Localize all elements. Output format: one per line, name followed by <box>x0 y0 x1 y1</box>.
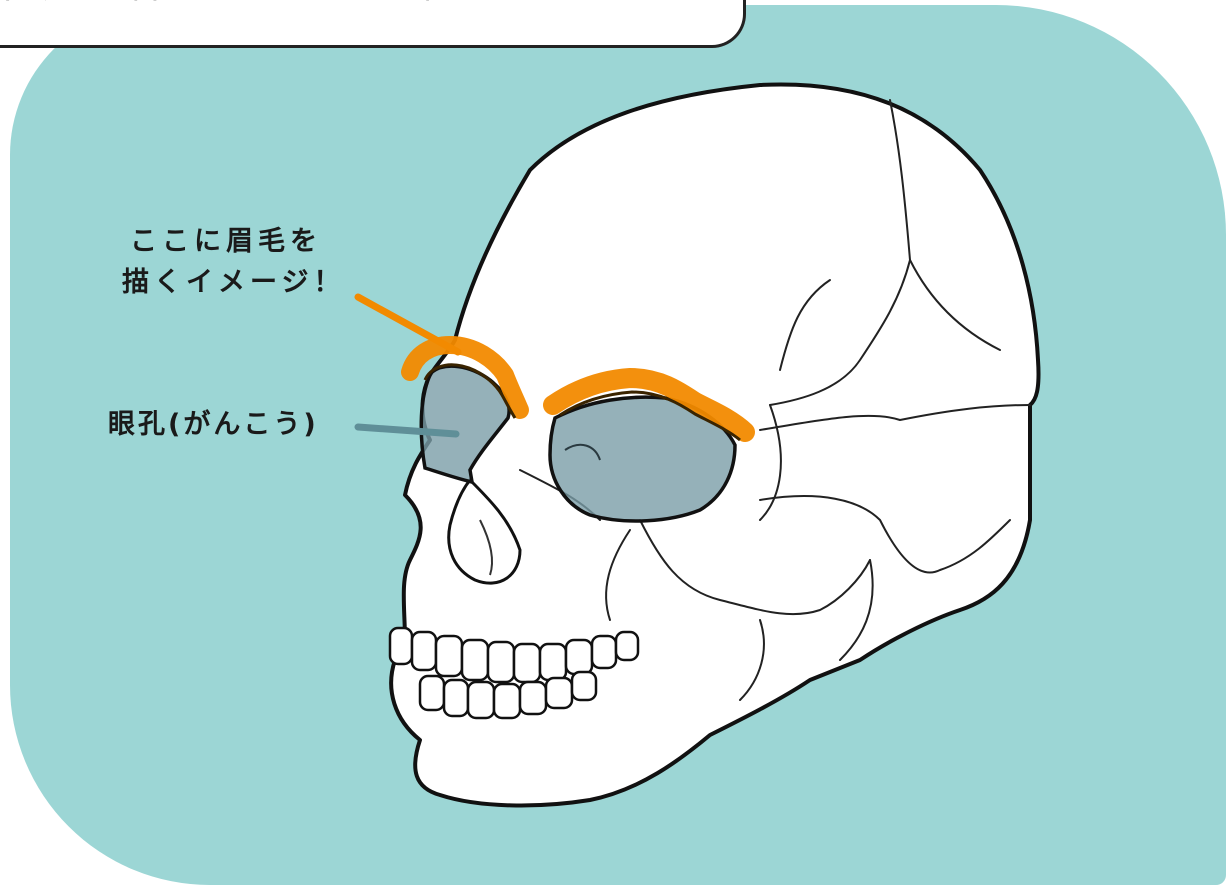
eyebrow-leader-line <box>354 293 462 356</box>
eyebrow-label-line1: ここに眉毛を <box>130 226 322 257</box>
speech-text: 自分の眉毛をさわって確認してみよう！ <box>0 0 735 8</box>
speech-bubble: 自分の眉毛をさわって確認してみよう！ <box>0 0 746 48</box>
eyebrow-label-line2: 描くイメージ！ <box>122 266 346 298</box>
orbit-label: 眼孔(がんこう) <box>108 409 319 440</box>
eyebrow-label: ここに眉毛を 描くイメージ！ <box>122 222 345 303</box>
orbit-leader-line <box>354 423 460 438</box>
left-eyebrow-highlight <box>401 336 529 419</box>
skull-illustration <box>354 82 1041 808</box>
teeth <box>388 626 640 720</box>
right-eyebrow-highlight <box>543 368 755 442</box>
illustration-panel <box>10 5 1226 885</box>
skull-details <box>519 99 1031 701</box>
